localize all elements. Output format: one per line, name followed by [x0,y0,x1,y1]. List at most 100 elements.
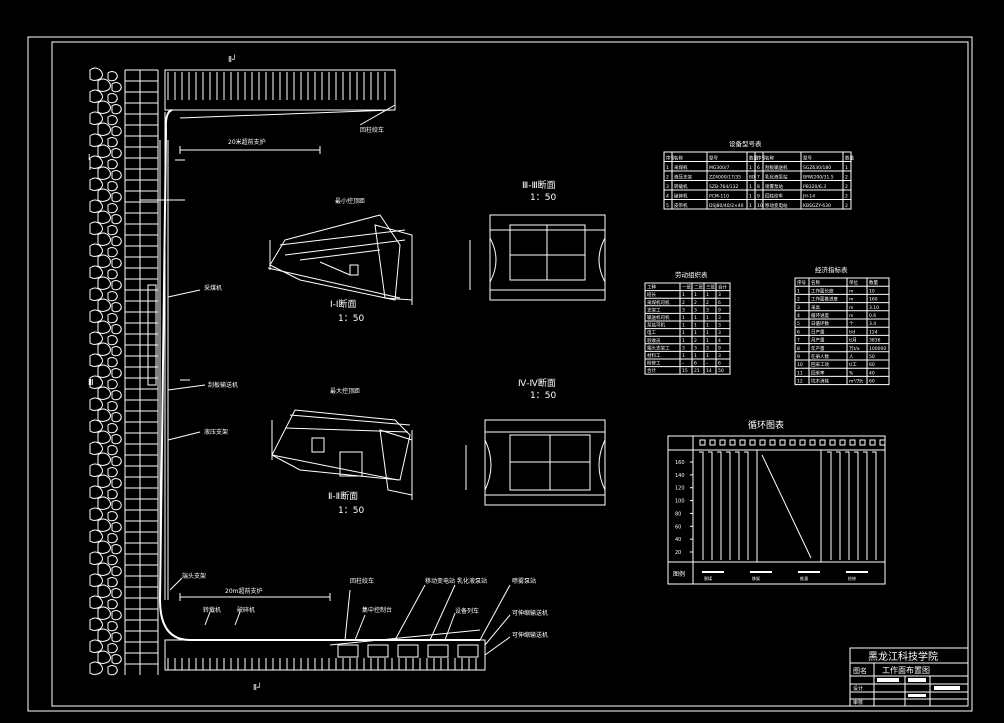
economic-table-header-cell: 名称 [811,279,820,286]
transfer-label: 转载机 [203,606,221,614]
labor-table-cell: 电工 [647,329,656,336]
labor-table-cell: 1 [682,330,685,336]
equipment-table-cell: 1 [666,165,669,171]
equipment-table-cell: 2 [845,194,848,200]
drawing-name: 工作面布置图 [882,665,930,675]
labor-table-cell: 9 [718,307,721,313]
institution-name: 黑龙江科技学院 [868,650,938,663]
equipment-table-cell: 9 [757,194,760,200]
face-labels: Ⅱ┘ 20米超前支护 回柱绞车 Ⅰ 采煤机 刮板输送机 液压支架 Ⅲ 端头支架 … [88,54,548,692]
cycle-legend-text: 移架 [752,575,760,581]
economic-table-header-cell: 序号 [797,279,806,286]
winch-top-label: 回柱绞车 [360,126,384,134]
economic-table-cell: 5 [797,321,800,327]
crusher-label: 破碎机 [237,606,255,614]
labor-table-cell: 合计 [647,367,656,374]
title-fill-1 [877,678,899,682]
face-layout [89,67,511,676]
labor-table-cell: 1 [694,292,697,298]
economic-table-cell: 6 [797,329,800,335]
labor-table-cell: 4 [718,338,721,344]
cycle-y-tick: 160 [675,460,685,466]
labor-table-cell: 6 [718,361,721,367]
labor-table-cell: 3 [694,345,697,351]
economic-table-cell: 循环进度 [811,312,829,319]
economic-table-cell: 工作面长度 [811,287,834,294]
equipment-table-header-cell: 数量 [749,155,758,162]
equipment-table-cell: 1 [845,165,848,171]
equipment-table-header-cell: 数量 [845,155,854,162]
equipment-table-cell: 刮板输送机 [765,164,788,171]
equipment-table-header-cell: 序号 [666,155,675,162]
title-fill-3 [934,686,960,690]
equipment-table-cell: 3 [666,184,669,190]
equipment-table-cell: 2 [845,203,848,209]
labor-table-cell: 1 [706,330,709,336]
equipment-table-cell: 8 [757,184,760,190]
labor-table-cell: 泵站司机 [647,322,665,329]
equipment-train-label: 设备列车 [455,607,479,615]
economic-table-cell: 3.10 [869,305,879,311]
labor-table-cell: 输送机司机 [647,314,670,321]
support-length-bottom: 20m超前支护 [225,587,262,595]
equipment-table-cell: PCM-110 [709,194,729,200]
labor-table-cell: 21 [694,368,700,374]
economic-table-cell: 1 [797,288,800,294]
labor-table-cell: 2 [694,338,697,344]
equipment-table-cell: 1 [749,203,752,209]
support-length-top: 20米超前支护 [228,138,266,146]
labor-table-cell: 支架工 [647,306,661,313]
cycle-legend-text: 检修 [848,575,856,581]
economic-table-cell: 日产量 [811,328,825,335]
section-III-scale: 1：50 [530,193,556,203]
cycle-y-tick: 100 [675,499,685,505]
economic-table-cell: m [849,314,853,319]
equipment-table-cell: 2 [845,175,848,181]
belt-label: 可伸缩输送机 [512,609,548,617]
economic-table-cell: 40 [869,370,875,376]
transformer-label: 移动变电站 [425,577,455,585]
cycle-y-tick: 120 [675,486,685,492]
control-box-label: 集中控制台 [362,606,392,614]
equipment-table-cell: 采煤机 [674,164,688,171]
section-I-name: Ⅰ-Ⅰ断面 [330,298,357,310]
shearer-label: 采煤机 [204,284,222,292]
economic-table-cell: 10 [797,362,803,368]
labor-table-cell: 6 [718,300,721,306]
section-IV-name: Ⅳ-Ⅳ断面 [518,377,556,389]
labor-table-cell: 1 [706,338,709,344]
section-I-scale: 1：50 [338,314,364,324]
labor-table-cell: 3 [706,345,709,351]
economic-table-cell: 160 [869,297,878,303]
economic-table-cell: t/工 [849,362,857,368]
cycle-y-tick: 40 [675,537,681,543]
economic-table-cell: 0.6 [869,313,876,319]
equipment-table-cell: MG300/7 [709,165,729,171]
labor-table-cell: 6 [694,361,697,367]
economic-table-cell: 人 [849,354,854,360]
economic-table-cell: m [849,298,853,303]
equipment-table-cell: PB320/6.3 [803,184,826,190]
cycle-legend-label: 图例 [673,570,685,578]
labor-table-header-cell: 三班 [706,284,715,291]
equipment-table-header-cell: 序号 [757,155,766,162]
section-II-title: 最大控顶距 [330,387,360,395]
economic-table-cell: 万t/a [849,346,860,352]
labor-table-cell: 3 [694,307,697,313]
economic-table-cell: 坑木消耗 [811,378,829,385]
economic-table-cell: 3 [797,305,800,311]
labor-table-cell: 1 [682,315,685,321]
labor-table-cell: 3 [682,307,685,313]
section-IV-labels: Ⅳ-Ⅳ断面 1：50 [518,377,556,401]
section-I [267,214,413,305]
section-II [271,409,413,500]
economic-table-header-cell: 数量 [869,279,878,286]
labor-table-cell: 1 [706,353,709,359]
economic-table-cell: 60 [869,379,875,385]
labor-table-header-cell: 二班 [694,284,703,291]
equipment-table-cell: JH-14 [802,194,815,200]
labor-table-cell: 1 [706,323,709,329]
